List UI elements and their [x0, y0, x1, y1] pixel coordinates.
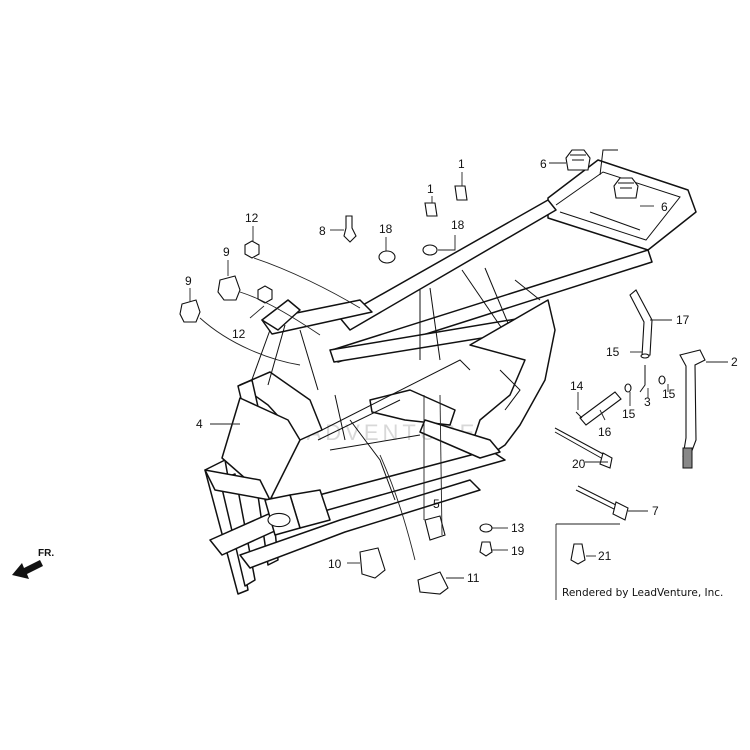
callout-5: 5: [433, 497, 440, 511]
nut-12a: [244, 240, 260, 259]
callout-15a: 15: [606, 345, 620, 359]
clamp-11: [417, 571, 449, 595]
callout-19: 19: [511, 544, 525, 558]
hose-16: [579, 391, 622, 426]
washer-13: [479, 523, 493, 533]
hose-17: [629, 289, 653, 357]
front-direction-indicator: FR.: [12, 548, 54, 579]
callout-13: 13: [511, 521, 525, 535]
callout-11: 11: [467, 571, 480, 585]
collar-5: [424, 515, 446, 541]
callout-7: 7: [652, 504, 659, 518]
grommet-18a: [378, 250, 396, 264]
cap-6a: [565, 149, 591, 171]
callout-8: 8: [319, 224, 326, 238]
clip-15a: [640, 353, 650, 359]
tube-2-end: [682, 447, 693, 469]
bolt-21: [570, 543, 586, 565]
callout-10: 10: [328, 557, 342, 571]
callout-4: 4: [196, 417, 203, 431]
atv-frame: [204, 149, 697, 595]
clamp-9b: [179, 299, 201, 323]
callout-15c: 15: [662, 387, 676, 401]
callout-18: 18: [379, 222, 393, 236]
callout-1a: 1: [458, 157, 465, 171]
bolt-19: [479, 541, 493, 557]
callout-12b: 12: [232, 327, 246, 341]
clip-15b: [624, 383, 632, 393]
callout-9b: 9: [185, 274, 192, 288]
pin-8: [343, 215, 357, 243]
bolt-20: [554, 427, 613, 469]
clip-1b: [424, 202, 438, 217]
callout-21: 21: [598, 549, 612, 563]
callouts: 6 6 1 1 18 18 8 12 9 9 12 17 2 15 14 15 …: [185, 157, 738, 585]
joint-3: [639, 365, 646, 393]
front-arrow-icon: [12, 560, 43, 579]
callout-12a: 12: [245, 211, 259, 225]
callout-1b: 1: [427, 182, 434, 196]
callout-14: 14: [570, 379, 584, 393]
clip-1a: [454, 185, 468, 201]
callout-18b: 18: [451, 218, 465, 232]
grommet-18b: [422, 244, 438, 256]
clip-14: [575, 411, 583, 419]
cap-6b: [613, 177, 639, 199]
callout-9a: 9: [223, 245, 230, 259]
callout-15b: 15: [622, 407, 636, 421]
leader-lines: [189, 162, 728, 579]
front-label: FR.: [38, 548, 54, 559]
clamp-10: [359, 547, 386, 579]
clip-15c: [658, 375, 666, 385]
callout-6a: 6: [540, 157, 547, 171]
clamp-9a: [217, 275, 241, 301]
nut-12b: [257, 285, 273, 304]
callout-16: 16: [598, 425, 612, 439]
tube-2: [679, 349, 706, 457]
callout-6b: 6: [661, 200, 668, 214]
callout-3: 3: [644, 395, 651, 409]
callout-20: 20: [572, 457, 586, 471]
credit-text: Rendered by LeadVenture, Inc.: [562, 587, 723, 599]
callout-2: 2: [731, 355, 738, 369]
callout-17: 17: [676, 313, 690, 327]
bolt-7: [575, 485, 629, 521]
